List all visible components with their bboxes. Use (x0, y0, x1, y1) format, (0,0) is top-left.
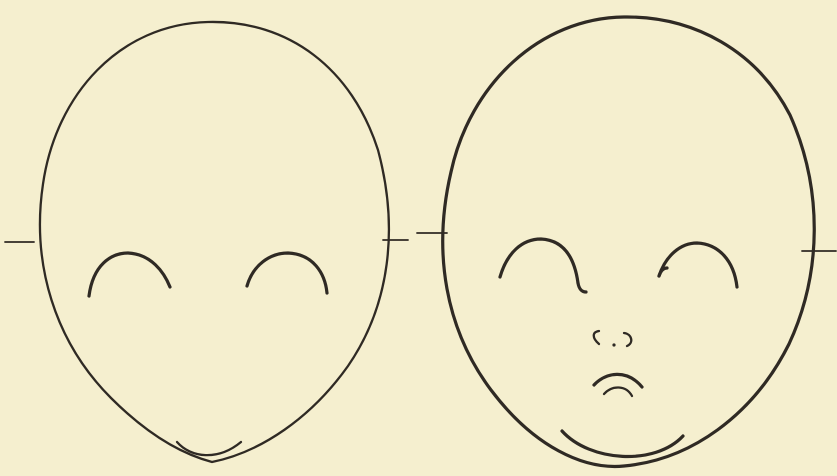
right-face-nose-right (624, 333, 631, 346)
right-face (417, 17, 836, 466)
right-face-mouth-lower (604, 387, 632, 396)
right-face-nose-left (594, 331, 599, 344)
left-face-right-eyebrow (247, 253, 327, 293)
left-face-left-eyebrow (89, 253, 170, 296)
right-face-chin (562, 431, 683, 456)
right-face-right-eyebrow (659, 243, 737, 287)
left-face (5, 22, 408, 462)
right-face-left-eyebrow (500, 239, 578, 283)
left-face-outline (40, 22, 389, 462)
right-face-eyebrow-hook-left (578, 283, 586, 292)
right-face-mouth-upper (594, 374, 642, 387)
right-face-outline (443, 17, 815, 466)
right-face-nose-dot (612, 343, 615, 346)
